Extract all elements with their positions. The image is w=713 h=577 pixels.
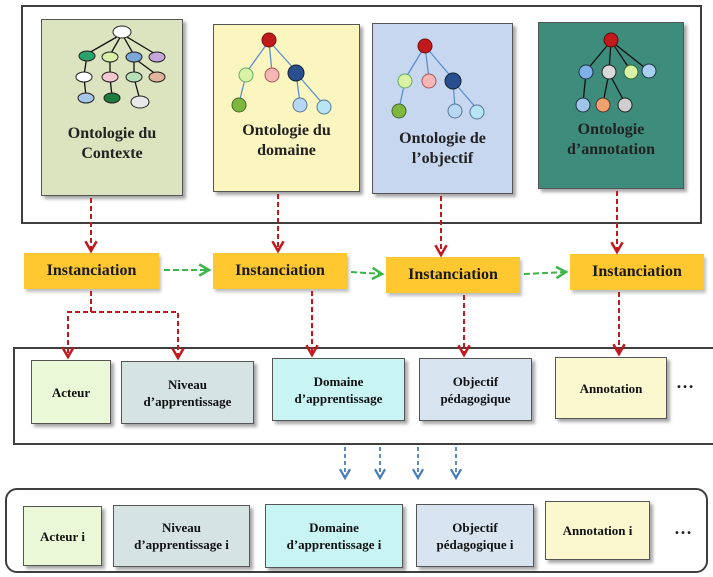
concept-domaine: Domaine d’apprentissage bbox=[272, 358, 405, 421]
ontology-context-label: Ontologie du Contexte bbox=[67, 125, 157, 162]
arrow-inst2-inst3 bbox=[350, 266, 385, 281]
annotation-graph-icon bbox=[575, 32, 657, 113]
ontology-domain: Ontologie du domaine bbox=[213, 24, 360, 192]
ontology-objective-label: Ontologie de l’objectif bbox=[399, 130, 486, 167]
arrow-inst3-inst4 bbox=[523, 265, 569, 280]
instances-ellipsis: … bbox=[674, 518, 693, 538]
arrow-inst-niveau bbox=[91, 311, 185, 361]
concept-annotation: Annotation bbox=[555, 357, 667, 419]
ontology-annotation-label: Ontologie d’annotation bbox=[566, 121, 656, 158]
concept-objectif: Objectif pédagogique bbox=[419, 358, 532, 421]
instances-frame bbox=[5, 488, 708, 573]
ontology-annotation: Ontologie d’annotation bbox=[538, 22, 684, 189]
instanciation-4: Instanciation bbox=[570, 254, 704, 290]
instance-annotation: Annotation i bbox=[545, 501, 650, 560]
instance-objectif: Objectif pédagogique i bbox=[416, 504, 534, 567]
concepts-ellipsis: … bbox=[676, 372, 695, 392]
ontology-objective: Ontologie de l’objectif bbox=[372, 23, 513, 194]
ontology-domain-label: Ontologie du domaine bbox=[242, 122, 331, 159]
objective-graph-icon bbox=[391, 38, 485, 120]
instanciation-1: Instanciation bbox=[24, 253, 159, 289]
ontologies-frame bbox=[21, 5, 702, 224]
instance-acteur: Acteur i bbox=[23, 506, 102, 566]
concepts-frame bbox=[13, 347, 713, 445]
domain-graph-icon bbox=[231, 32, 332, 115]
instanciation-3: Instanciation bbox=[386, 257, 520, 293]
concept-acteur: Acteur bbox=[31, 360, 111, 424]
context-graph-icon bbox=[75, 25, 166, 109]
instance-domaine: Domaine d’apprentissage i bbox=[265, 504, 403, 568]
instance-niveau: Niveau d’apprentissage i bbox=[113, 505, 250, 567]
arrow-inst-acteur bbox=[61, 291, 92, 360]
instanciation-2: Instanciation bbox=[213, 253, 347, 289]
concept-niveau: Niveau d’apprentissage bbox=[121, 361, 254, 424]
ontology-context: Ontologie du Contexte bbox=[41, 19, 183, 196]
